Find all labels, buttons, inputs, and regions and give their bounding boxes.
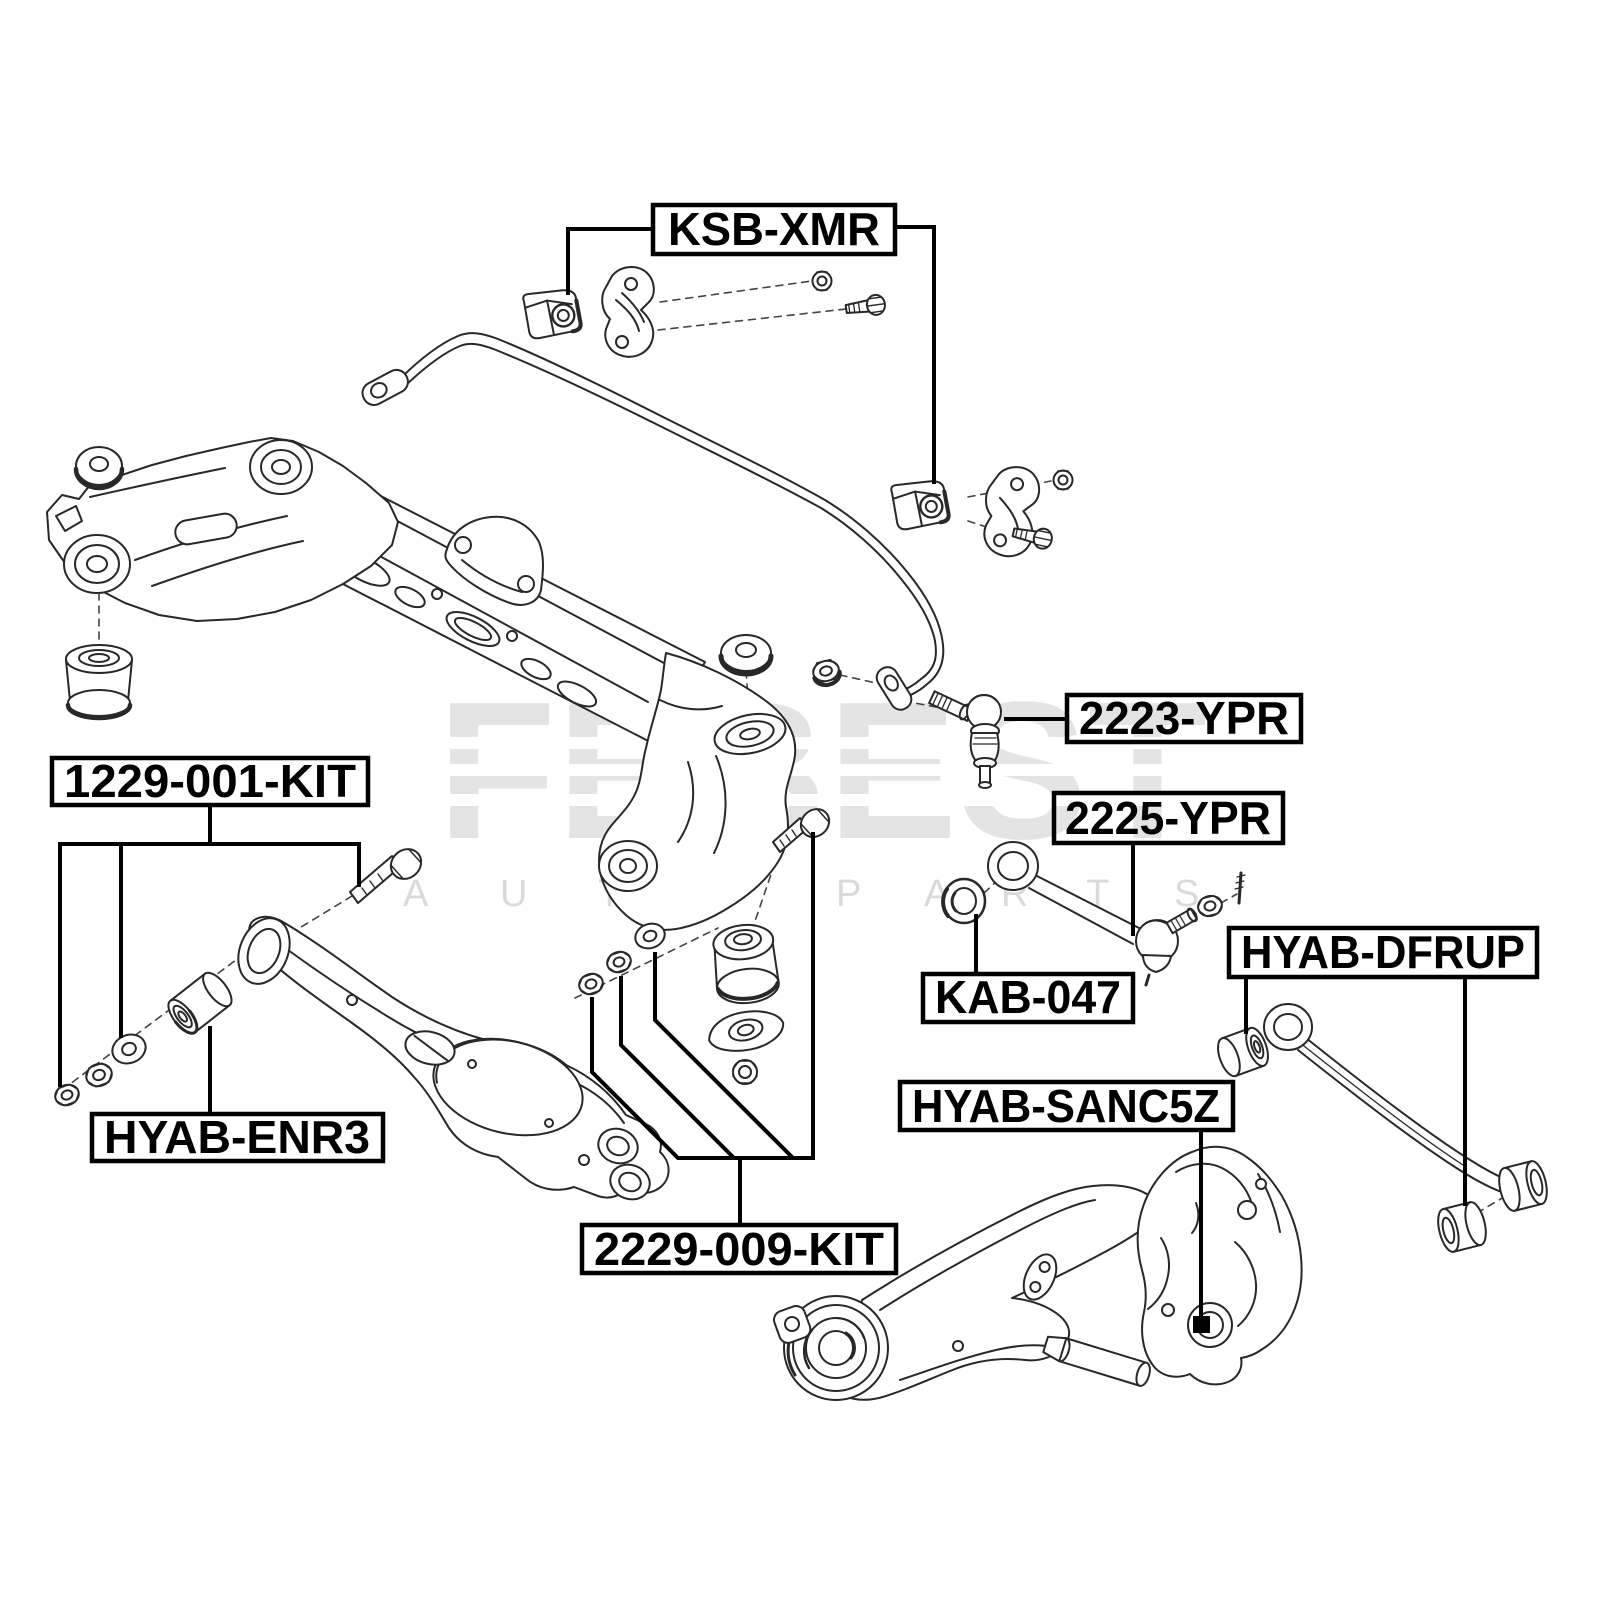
svg-text:A: A (403, 873, 429, 915)
svg-text:KAB-047: KAB-047 (935, 971, 1121, 1023)
svg-text:S: S (1174, 873, 1199, 915)
svg-text:2225-YPR: 2225-YPR (1065, 792, 1271, 844)
svg-text:2229-009-KIT: 2229-009-KIT (594, 1223, 884, 1275)
svg-text:KSB-XMR: KSB-XMR (668, 203, 880, 255)
svg-text:HYAB-DFRUP: HYAB-DFRUP (1241, 926, 1525, 978)
svg-text:HYAB-ENR3: HYAB-ENR3 (104, 1111, 370, 1163)
svg-text:U: U (500, 873, 527, 915)
svg-text:1229-001-KIT: 1229-001-KIT (64, 755, 356, 807)
svg-text:2223-YPR: 2223-YPR (1079, 692, 1289, 744)
svg-text:HYAB-SANC5Z: HYAB-SANC5Z (912, 1080, 1220, 1132)
svg-text:P: P (836, 873, 861, 915)
